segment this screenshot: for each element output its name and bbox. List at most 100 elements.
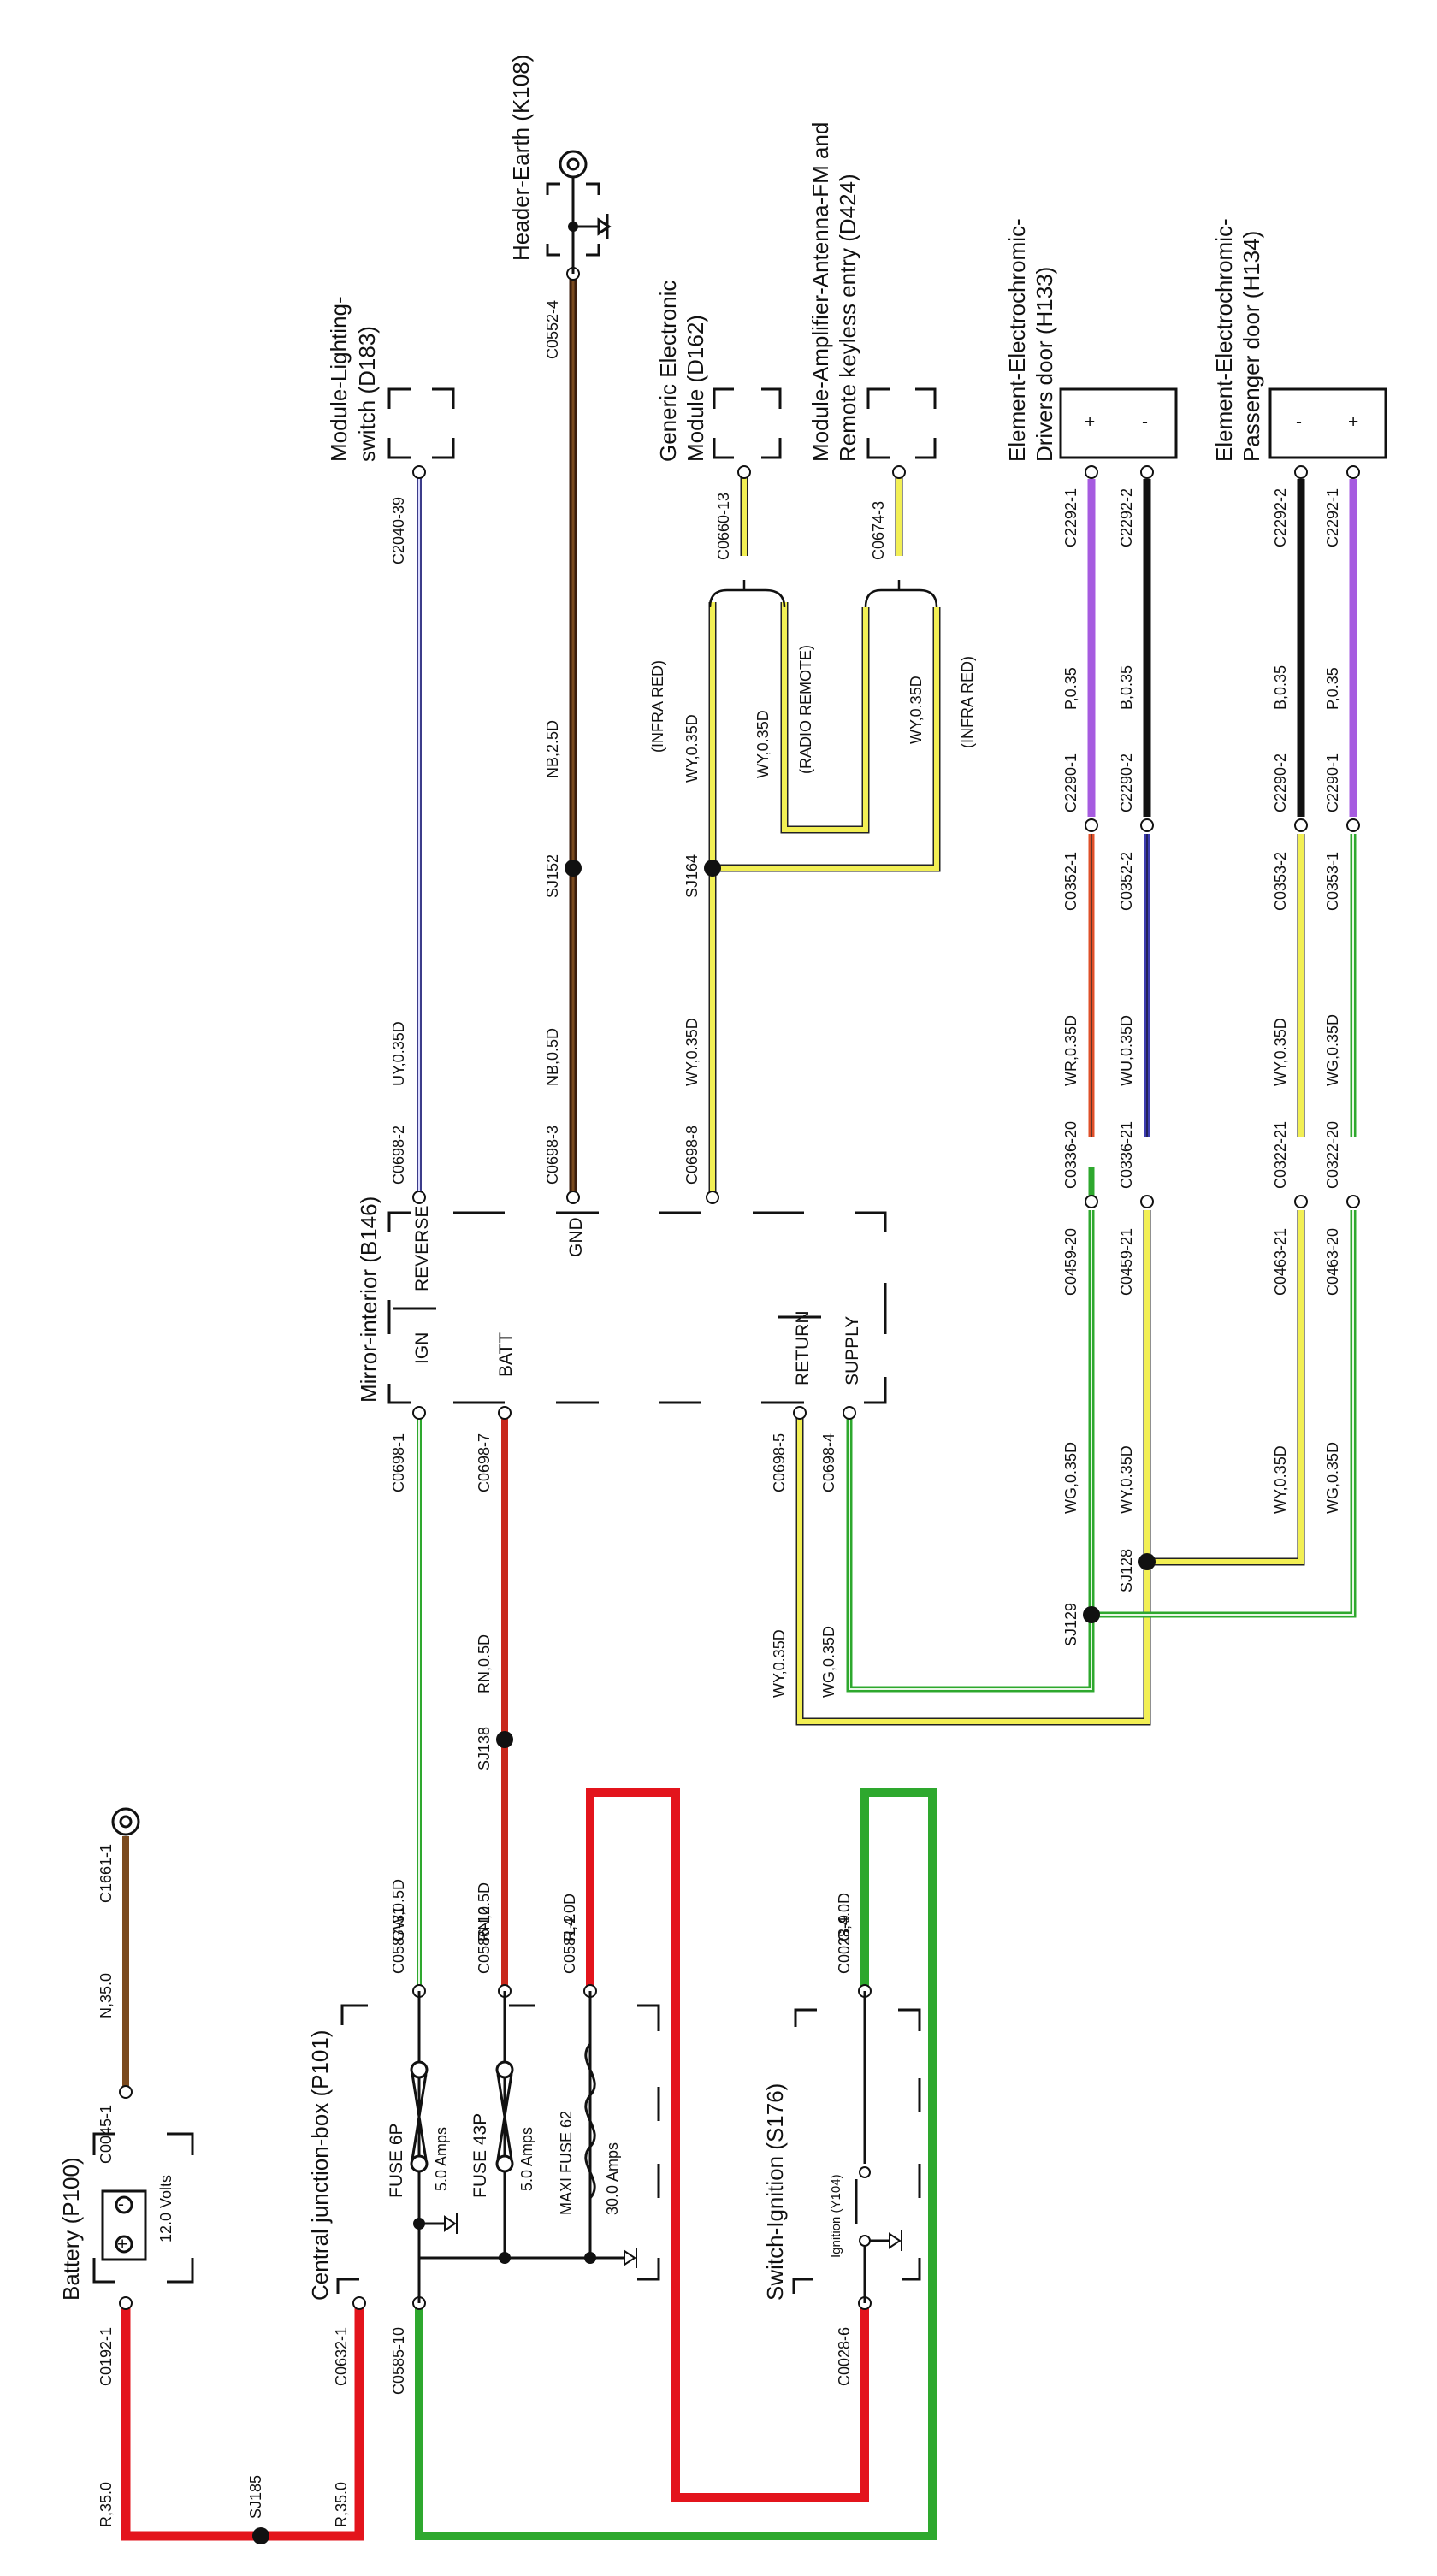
- splice-points: [252, 860, 1156, 2544]
- svg-text:P,0.35: P,0.35: [1324, 667, 1341, 710]
- svg-text:C0674-3: C0674-3: [870, 501, 887, 560]
- svg-text:C0698-5: C0698-5: [771, 1433, 788, 1492]
- svg-text:P,0.35: P,0.35: [1062, 667, 1079, 710]
- connector-braces: [708, 580, 938, 608]
- svg-text:(INFRA RED): (INFRA RED): [649, 660, 666, 753]
- drivers-plus: +: [1085, 412, 1095, 432]
- svg-text:C0585-10: C0585-10: [390, 2327, 407, 2395]
- svg-text:G,4.0D: G,4.0D: [836, 1893, 853, 1941]
- amp-title-2: Remote keyless entry (D424): [835, 174, 860, 462]
- gem-title-1: Generic Electronic: [655, 281, 681, 462]
- svg-text:C0459-21: C0459-21: [1118, 1228, 1135, 1296]
- svg-text:C0587-31: C0587-31: [390, 1906, 407, 1974]
- battery-volts: 12.0 Volts: [157, 2175, 174, 2242]
- passenger-door-element: [1268, 387, 1387, 459]
- svg-text:C2290-1: C2290-1: [1062, 753, 1079, 812]
- svg-text:UY,0.35D: UY,0.35D: [390, 1021, 407, 1086]
- splice-sj128: [1138, 1553, 1156, 1570]
- svg-text:WY,0.35D: WY,0.35D: [1118, 1445, 1135, 1514]
- drivers-minus: -: [1142, 412, 1148, 432]
- fuse-43p-symbol: [495, 2060, 514, 2173]
- svg-text:R,35.0: R,35.0: [98, 2482, 115, 2527]
- svg-text:C2290-1: C2290-1: [1324, 753, 1341, 812]
- splice-sj164: [704, 860, 721, 877]
- fuse-6p-rating: 5.0 Amps: [433, 2127, 450, 2191]
- passenger-plus: +: [1348, 412, 1358, 432]
- maxi-fuse-62-rating: 30.0 Amps: [604, 2142, 621, 2215]
- maxi-fuse-62-symbol: [584, 2042, 596, 2200]
- mirror-pin-batt: BATT: [496, 1332, 516, 1377]
- svg-text:RN,0.5D: RN,0.5D: [476, 1882, 493, 1941]
- svg-text:C0322-20: C0322-20: [1324, 1121, 1341, 1189]
- svg-text:B,0.35: B,0.35: [1118, 665, 1135, 710]
- lighting-title-1: Module-Lighting-: [326, 296, 352, 462]
- svg-text:C1661-1: C1661-1: [98, 1844, 115, 1903]
- cjb-ground-arrows: [444, 2213, 637, 2268]
- svg-text:C2040-39: C2040-39: [390, 497, 407, 564]
- svg-text:SJ152: SJ152: [544, 854, 561, 898]
- battery-minus: -: [118, 2195, 124, 2214]
- svg-text:GW,0.5D: GW,0.5D: [390, 1879, 407, 1941]
- svg-text:SJ164: SJ164: [683, 854, 701, 898]
- wire-wg035-supply: [846, 1210, 1095, 1693]
- svg-text:N,35.0: N,35.0: [98, 1973, 115, 2018]
- svg-text:C0192-1: C0192-1: [98, 2327, 115, 2386]
- svg-text:C0045-1: C0045-1: [98, 2105, 115, 2164]
- mirror-interior-box: [387, 1211, 887, 1404]
- lighting-title-2: switch (D183): [354, 326, 380, 462]
- mirror-title: Mirror-interior (B146): [356, 1196, 381, 1403]
- header-earth-k108: [546, 150, 612, 274]
- fuse-43p-rating: 5.0 Amps: [518, 2127, 535, 2191]
- svg-text:C2292-1: C2292-1: [1062, 488, 1079, 547]
- gem-title-2: Module (D162): [683, 315, 708, 462]
- cjb-title: Central junction-box (P101): [307, 2030, 333, 2301]
- drivers-door-element: [1059, 387, 1178, 459]
- svg-text:WU,0.35D: WU,0.35D: [1118, 1015, 1135, 1086]
- svg-text:C2290-2: C2290-2: [1272, 753, 1289, 812]
- svg-text:WY,0.35D: WY,0.35D: [771, 1629, 788, 1698]
- connector-labels: C0192-1 C0045-1 C1661-1 C0632-1 C0585-10…: [98, 300, 1341, 2395]
- ignition-switch-contacts: [859, 2166, 902, 2251]
- svg-text:C0586-12: C0586-12: [476, 1906, 493, 1974]
- svg-text:WG,0.35D: WG,0.35D: [1062, 1442, 1079, 1514]
- ignition-sub: Ignition (Y104): [829, 2174, 843, 2258]
- splice-sj129: [1083, 1606, 1100, 1623]
- svg-text:WG,0.35D: WG,0.35D: [1324, 1014, 1341, 1086]
- fuse-6p-name: FUSE 6P: [387, 2123, 406, 2198]
- mirror-pin-reverse: REVERSE: [412, 1206, 432, 1291]
- svg-text:C0463-21: C0463-21: [1272, 1228, 1289, 1296]
- svg-text:C0352-1: C0352-1: [1062, 852, 1079, 911]
- wire-g40-loop: [415, 1788, 937, 2540]
- svg-text:SJ129: SJ129: [1062, 1603, 1079, 1646]
- maxi-fuse-62-name: MAXI FUSE 62: [558, 2111, 575, 2215]
- mirror-pin-ign: IGN: [412, 1332, 432, 1364]
- svg-text:WY,0.35D: WY,0.35D: [683, 714, 701, 783]
- wire-r40-loop: [586, 1788, 869, 2502]
- svg-text:R,35.0: R,35.0: [333, 2482, 350, 2527]
- connector-pins: [119, 267, 1360, 2310]
- svg-text:C0322-21: C0322-21: [1272, 1121, 1289, 1189]
- battery-box: [92, 2132, 194, 2284]
- fuse-6p-symbol: [410, 2060, 429, 2173]
- splice-sj185: [252, 2527, 269, 2544]
- svg-text:C0660-13: C0660-13: [715, 493, 732, 560]
- lighting-switch-box: [387, 387, 455, 459]
- svg-text:C0463-20: C0463-20: [1324, 1228, 1341, 1296]
- svg-text:B,0.35: B,0.35: [1272, 665, 1289, 710]
- svg-text:WG,0.35D: WG,0.35D: [820, 1626, 837, 1698]
- svg-text:C2292-2: C2292-2: [1118, 488, 1135, 547]
- svg-text:C0336-20: C0336-20: [1062, 1121, 1079, 1189]
- svg-text:C0352-2: C0352-2: [1118, 852, 1135, 911]
- svg-text:C0552-4: C0552-4: [544, 300, 561, 359]
- splice-sj152: [565, 860, 582, 877]
- svg-text:WY,0.35D: WY,0.35D: [683, 1018, 701, 1086]
- svg-text:C0581-2: C0581-2: [561, 1915, 578, 1974]
- svg-text:R,4.0D: R,4.0D: [561, 1894, 578, 1941]
- svg-text:C0632-1: C0632-1: [333, 2327, 350, 2386]
- svg-text:NB,2.5D: NB,2.5D: [544, 720, 561, 778]
- passenger-title-1: Element-Electrochromic-: [1211, 218, 1237, 462]
- svg-text:C0028-9: C0028-9: [836, 1915, 853, 1974]
- gem-box: [713, 387, 782, 459]
- svg-text:(INFRA RED): (INFRA RED): [959, 656, 976, 748]
- svg-text:WY,0.35D: WY,0.35D: [1272, 1018, 1289, 1086]
